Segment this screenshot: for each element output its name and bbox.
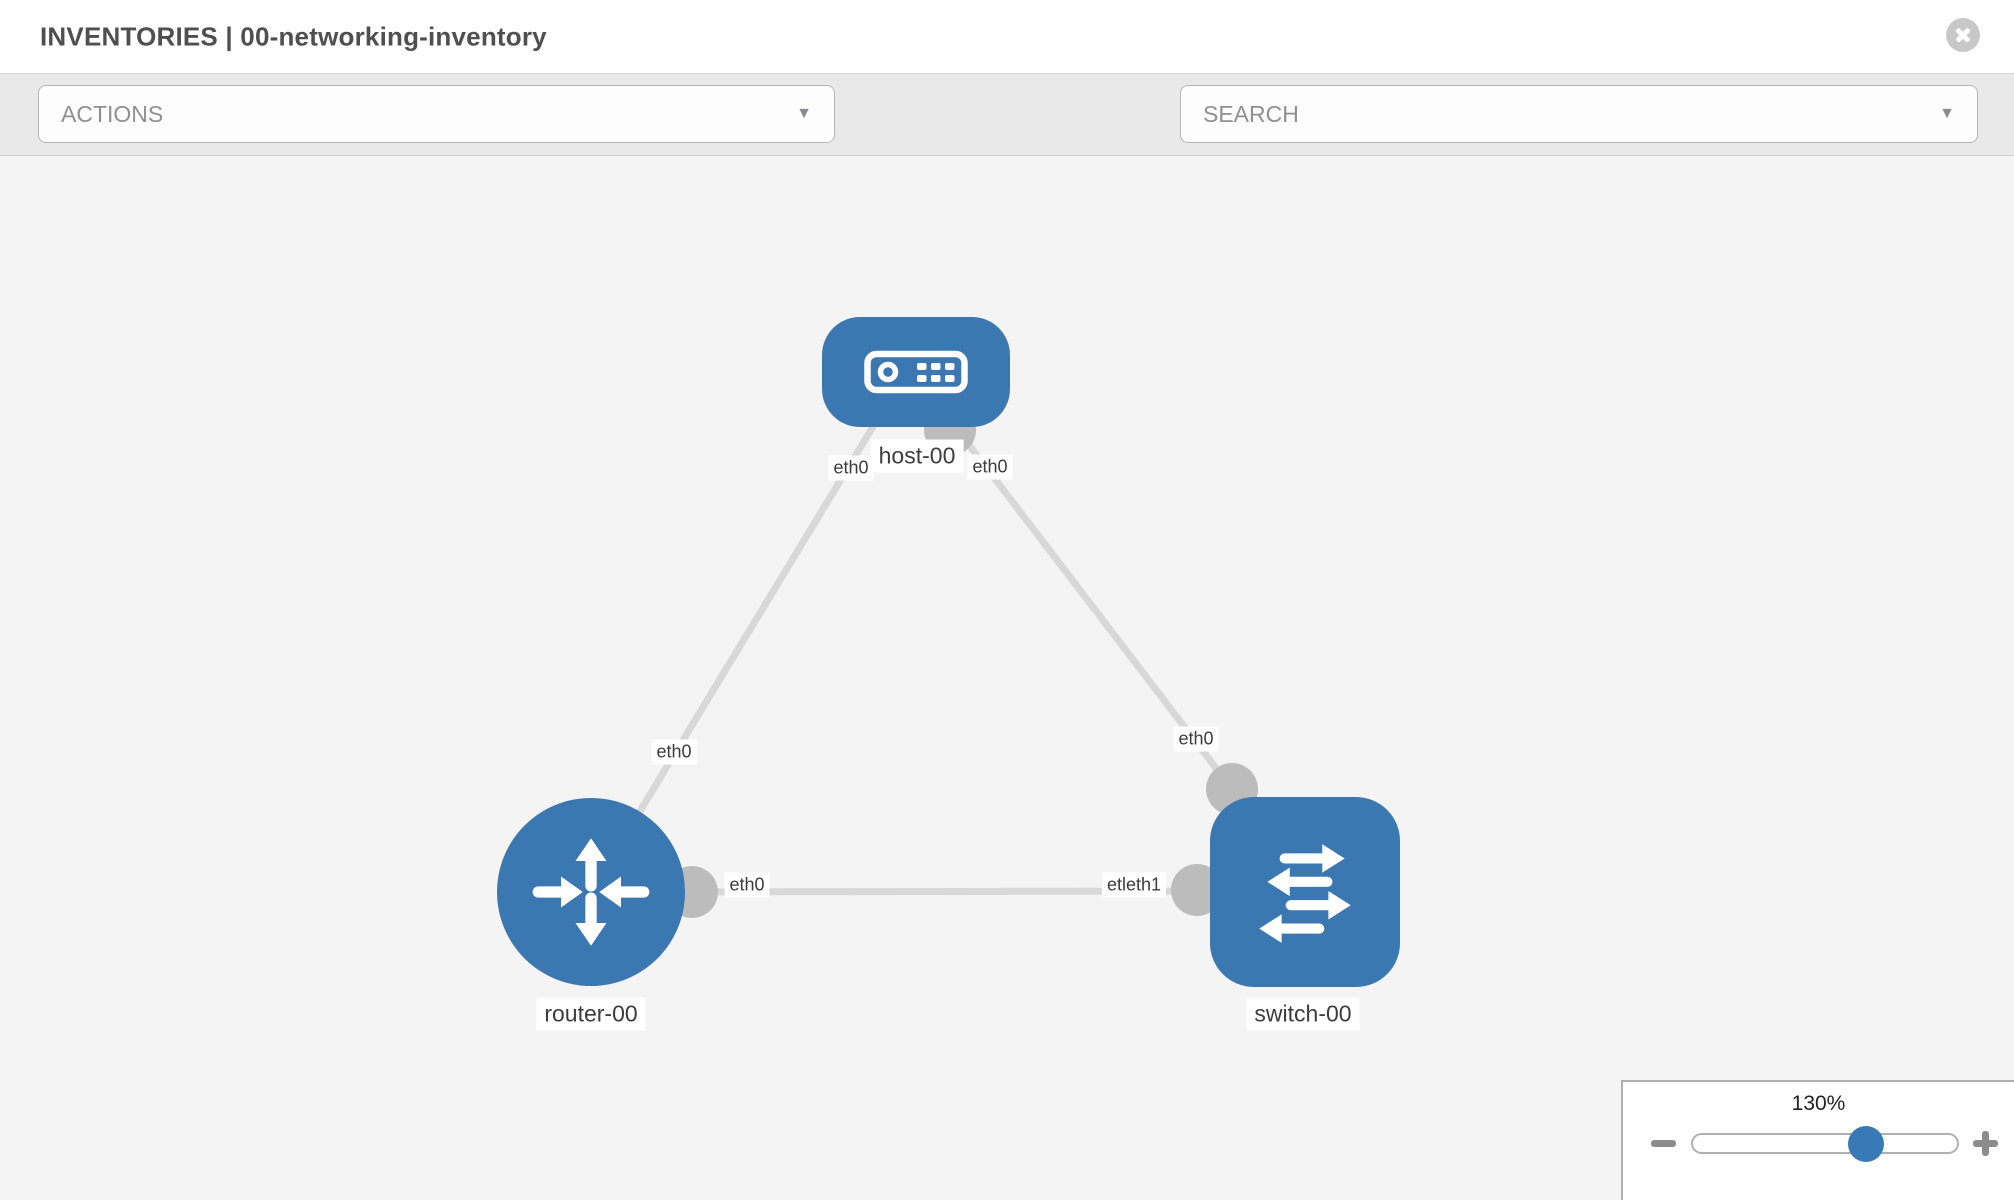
if-label-router-link: eth0 — [651, 739, 697, 765]
node-host-00[interactable] — [822, 317, 1010, 427]
node-label-switch: switch-00 — [1246, 997, 1360, 1031]
if-label-switch-overlap: etleth1 — [1101, 872, 1167, 898]
if-label-switch-link: eth0 — [1173, 726, 1219, 752]
host-icon — [864, 350, 968, 394]
chevron-down-icon: ▼ — [796, 105, 812, 122]
if-label-router-eth0: eth0 — [724, 872, 770, 898]
search-dropdown[interactable]: SEARCH ▼ — [1180, 85, 1978, 143]
close-icon[interactable] — [1946, 18, 1980, 52]
topology-canvas[interactable]: host-00 router-00 switch-00 eth0 eth0 et… — [0, 156, 2014, 1200]
actions-dropdown[interactable]: ACTIONS ▼ — [38, 85, 835, 143]
topology-edges-layer — [588, 404, 1306, 918]
node-switch-00[interactable] — [1210, 797, 1400, 987]
zoom-control-panel: 130% — [1621, 1080, 2014, 1200]
zoom-in-plus-icon[interactable] — [1973, 1131, 1998, 1156]
node-router-00[interactable] — [497, 798, 685, 986]
zoom-level-value: 130% — [1791, 1092, 1846, 1115]
if-label-host-eth0-left: eth0 — [828, 455, 874, 481]
chevron-down-icon: ▼ — [1939, 105, 1955, 122]
node-label-router: router-00 — [536, 997, 646, 1031]
page-title: INVENTORIES | 00-networking-inventory — [40, 21, 547, 51]
if-label-host-eth0-right: eth0 — [967, 454, 1013, 480]
zoom-out-minus-icon[interactable] — [1651, 1140, 1676, 1147]
node-label-host: host-00 — [870, 439, 964, 473]
toolbar: ACTIONS ▼ SEARCH ▼ — [0, 73, 2014, 206]
switch-icon — [1259, 844, 1351, 943]
search-dropdown-label: SEARCH — [1203, 100, 1299, 127]
zoom-slider-thumb[interactable] — [1848, 1126, 1884, 1162]
actions-dropdown-label: ACTIONS — [61, 100, 164, 127]
header-bar: INVENTORIES | 00-networking-inventory — [0, 0, 2014, 73]
zoom-slider-track[interactable] — [1691, 1133, 1959, 1154]
router-icon — [532, 838, 650, 946]
